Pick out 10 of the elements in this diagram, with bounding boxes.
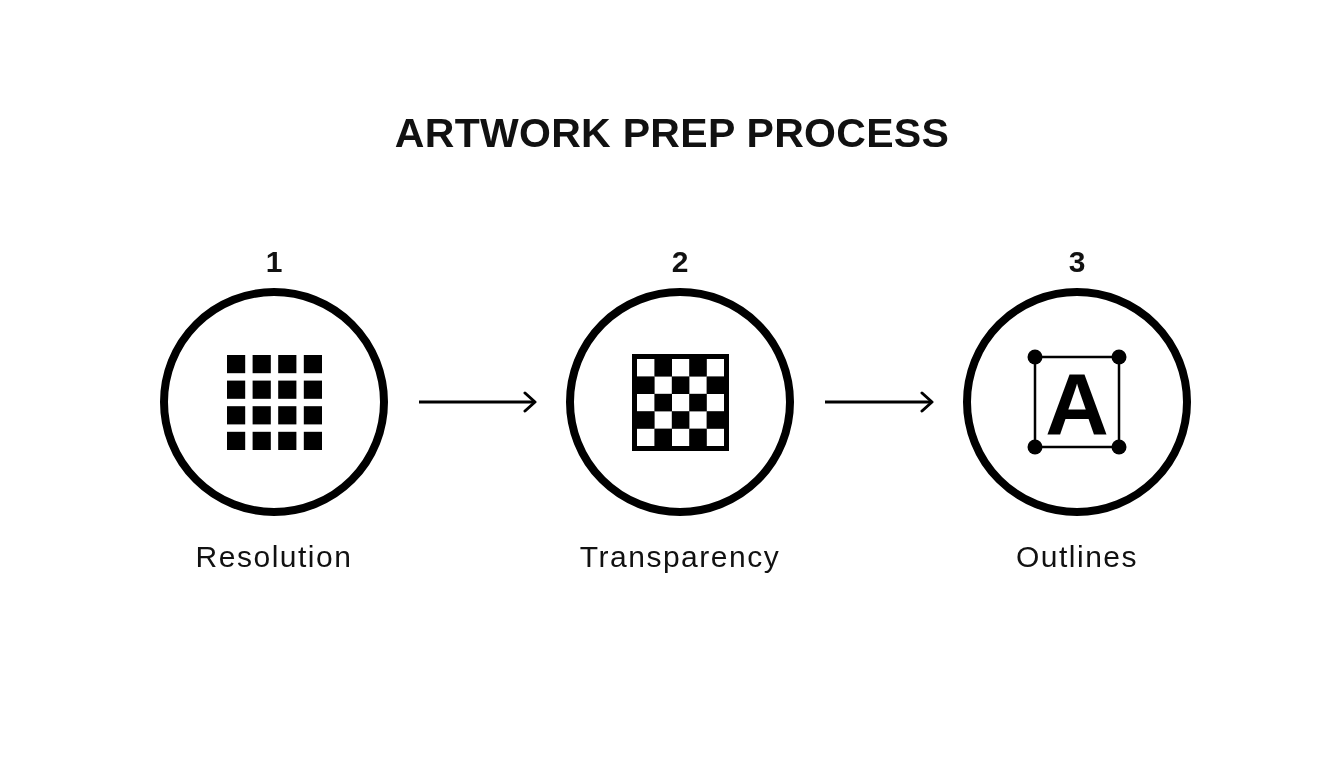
diagram-title: ARTWORK PREP PROCESS <box>394 110 950 156</box>
step-label: Transparency <box>579 539 781 575</box>
step-number: 3 <box>1068 245 1086 279</box>
step-number: 1 <box>265 245 283 279</box>
step-label: Resolution <box>195 539 353 575</box>
arrow <box>825 391 934 413</box>
arrow <box>419 391 537 413</box>
step-label: Outlines <box>1015 539 1139 575</box>
letter-glyph: A <box>1045 369 1109 439</box>
step-number: 2 <box>671 245 689 279</box>
